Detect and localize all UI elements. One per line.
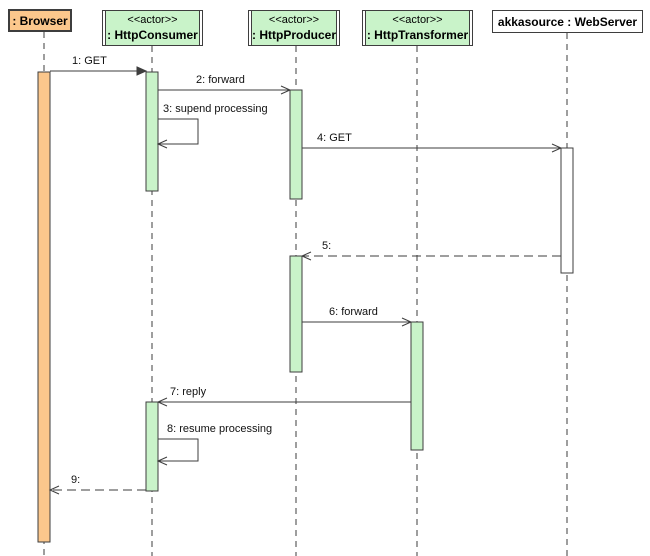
message-arrowhead-5 [300,251,312,261]
message-line-8 [158,438,199,462]
participant-httpproducer-stereotype: <<actor>> [268,14,320,26]
activation-bar-httpproducer [289,255,303,373]
participant-httpconsumer-body: <<actor>> : HttpConsumer [105,11,200,45]
message-arrowhead-9 [48,485,60,495]
message-label-3: 3: supend processing [163,103,268,115]
participant-httpconsumer-stereotype: <<actor>> [127,14,178,26]
participant-httptransformer-name: : HttpTransformer [366,28,469,42]
activation-bar-httpconsumer [145,71,159,192]
message-arrowhead-3 [156,139,168,149]
message-label-1: 1: GET [72,55,107,67]
message-arrowhead-8 [156,456,168,466]
participant-httptransformer-stereotype: <<actor>> [392,14,443,26]
participant-httpproducer-body: <<actor>> : HttpProducer [251,11,337,45]
message-label-7: 7: reply [170,386,207,398]
message-label-5: 5: [322,240,332,252]
participant-httpconsumer-name: : HttpConsumer [107,28,198,42]
message-arrowhead-4 [551,143,563,153]
participant-httptransformer-body: <<actor>> : HttpTransformer [365,11,470,45]
message-label-9: 9: [71,474,81,486]
participant-webserver: akkasource : WebServer [492,10,643,33]
message-label-6: 6: forward [329,306,378,318]
participant-httpproducer-name: : HttpProducer [252,28,336,42]
activation-bar-httptransformer [410,321,424,451]
activation-bar-httpproducer [289,89,303,200]
message-label-8: 8: resume processing [167,423,273,435]
message-arrowhead-1 [136,66,148,76]
message-label-2: 2: forward [196,74,245,86]
message-arrowhead-7 [156,397,168,407]
participant-browser-name: : Browser [12,13,68,28]
participant-httpconsumer: <<actor>> : HttpConsumer [102,10,203,46]
message-line-3 [158,118,199,145]
participant-browser: : Browser [8,9,72,32]
participant-httpproducer: <<actor>> : HttpProducer [248,10,340,46]
participant-webserver-name: akkasource : WebServer [497,14,638,29]
message-arrowhead-6 [401,317,413,327]
activation-bar-webserver [560,147,574,274]
activation-bar-httpconsumer [145,401,159,492]
activation-bar-browser [37,71,51,543]
message-arrowhead-2 [280,85,292,95]
message-label-4: 4: GET [317,132,352,144]
participant-httptransformer: <<actor>> : HttpTransformer [362,10,473,46]
